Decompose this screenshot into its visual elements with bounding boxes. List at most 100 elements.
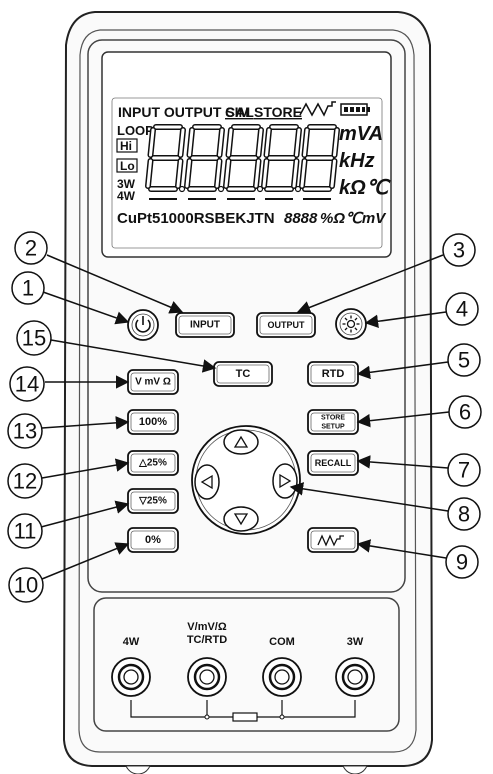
callout-12: 12: [7, 463, 43, 499]
lcd-small-units: %Ω℃mV: [320, 210, 387, 227]
power-button[interactable]: [127, 309, 159, 341]
waveform-button[interactable]: [307, 527, 359, 553]
callout-9-number: 9: [456, 550, 468, 575]
lcd-segment: [254, 159, 260, 188]
lcd-digit: [184, 124, 225, 200]
brightness-ray: [344, 317, 348, 321]
callout-13-number: 13: [13, 419, 37, 444]
lcd-segment: [215, 159, 221, 188]
callout-arrows: [40, 254, 450, 580]
callout-14-number: 14: [15, 372, 39, 397]
left-foot: [125, 765, 151, 774]
store-setup-button[interactable]: STORE SETUP: [307, 409, 359, 435]
lcd-3w-label: 3W: [117, 177, 136, 191]
lcd-decimal-point: [256, 185, 264, 193]
arrow-down-button[interactable]: [223, 506, 259, 532]
lcd-segment: [262, 159, 268, 188]
up-25-percent-button[interactable]: △25%: [127, 450, 179, 476]
callout-11-number: 11: [14, 519, 37, 544]
jack-v-mv-ohm-tc-rtd[interactable]: [187, 657, 227, 697]
jack-com-label: COM: [269, 636, 295, 648]
lcd-segment: [303, 128, 309, 157]
brightness-ray: [344, 327, 348, 331]
lcd-segment: [295, 128, 301, 157]
tc-button[interactable]: TC: [213, 361, 273, 387]
jack-4w-label: 4W: [123, 636, 140, 648]
callout-9: 9: [445, 545, 479, 579]
lcd-segment: [185, 159, 191, 188]
power-icon: [135, 316, 151, 333]
lcd-segment: [224, 159, 230, 188]
lcd-4w-label: 4W: [117, 189, 136, 203]
callout-4-number: 4: [456, 297, 468, 322]
100-percent-button[interactable]: 100%: [127, 409, 179, 435]
up-25-percent-label: △25%: [138, 458, 167, 469]
lcd-digit: [145, 124, 186, 200]
callout-11: 11: [7, 513, 43, 549]
arrow-up-button[interactable]: [223, 429, 259, 455]
lcd-mode-labels: INPUT OUTPUT SIM: [118, 104, 250, 120]
arrow-right-button[interactable]: [272, 463, 298, 499]
lcd-segment: [257, 128, 263, 157]
v-mv-ohm-button[interactable]: V mV Ω: [127, 369, 179, 395]
jack-3w[interactable]: [335, 657, 375, 697]
callout-1: 1: [11, 271, 45, 305]
lcd-loop-label: LOOP: [117, 123, 154, 138]
recall-button[interactable]: RECALL: [307, 450, 359, 476]
lcd-segment: [179, 128, 185, 157]
callout-4: 4: [445, 292, 479, 326]
setup-button-label: SETUP: [321, 424, 345, 431]
rtd-button[interactable]: RTD: [307, 361, 359, 387]
battery-icon: [340, 103, 370, 116]
tc-button-label: TC: [236, 368, 251, 380]
lcd-decimal-point: [178, 185, 186, 193]
lcd-lo-label: Lo: [120, 159, 135, 173]
input-button[interactable]: INPUT: [175, 312, 235, 338]
lower-panel-frame: [93, 597, 400, 732]
jack-com[interactable]: [262, 657, 302, 697]
callout-14: 14: [9, 366, 45, 402]
lcd-store-label: STORE: [254, 104, 302, 120]
brightness-ray: [354, 327, 358, 331]
lcd-digit: [261, 124, 302, 200]
jack-wiring: [130, 700, 356, 722]
lcd-cal-label: CAL: [225, 104, 254, 120]
output-button[interactable]: OUTPUT: [256, 312, 316, 338]
lcd-sensor-types: CuPt51000RSBEKJTN: [117, 210, 275, 227]
lcd-unit-mva: mVA: [339, 123, 383, 145]
lcd-seven-segment-digits: [145, 124, 340, 200]
brightness-icon: [342, 315, 360, 333]
100-percent-button-label: 100%: [139, 416, 167, 428]
brightness-ray: [354, 317, 358, 321]
jack-4w[interactable]: [111, 657, 151, 697]
backlight-button[interactable]: [335, 308, 367, 340]
lcd-segment: [176, 159, 182, 188]
down-25-percent-button[interactable]: ▽25%: [127, 488, 179, 514]
callout-6-number: 6: [459, 400, 471, 425]
callout-2-number: 2: [25, 236, 37, 261]
waveform-icon: [299, 101, 336, 117]
lcd-segment: [333, 128, 339, 157]
callout-10-number: 10: [14, 573, 38, 598]
arrow-down-icon: [233, 513, 249, 526]
callout-3: 3: [442, 233, 476, 267]
0-percent-button-label: 0%: [145, 534, 161, 546]
0-percent-button[interactable]: 0%: [127, 527, 179, 553]
lcd-small-digits: 8888: [284, 210, 318, 227]
jack-vmv-label: V/mV/Ω: [187, 621, 227, 633]
lcd-screen: [111, 97, 383, 249]
callout-5-number: 5: [458, 348, 470, 373]
upper-panel-frame: [87, 39, 406, 593]
arrow-left-button[interactable]: [194, 464, 220, 500]
callout-7: 7: [447, 453, 481, 487]
input-button-label: INPUT: [190, 320, 220, 331]
jack-3w-label: 3W: [347, 636, 364, 648]
lcd-decimal-point: [217, 185, 225, 193]
device-inner-bezel: [78, 29, 417, 753]
lcd-digit: [223, 124, 264, 200]
callout-7-number: 7: [458, 458, 470, 483]
lcd-segment: [149, 128, 155, 157]
recall-button-label: RECALL: [315, 458, 352, 468]
lcd-segment: [330, 159, 336, 188]
lcd-segment: [300, 159, 306, 188]
